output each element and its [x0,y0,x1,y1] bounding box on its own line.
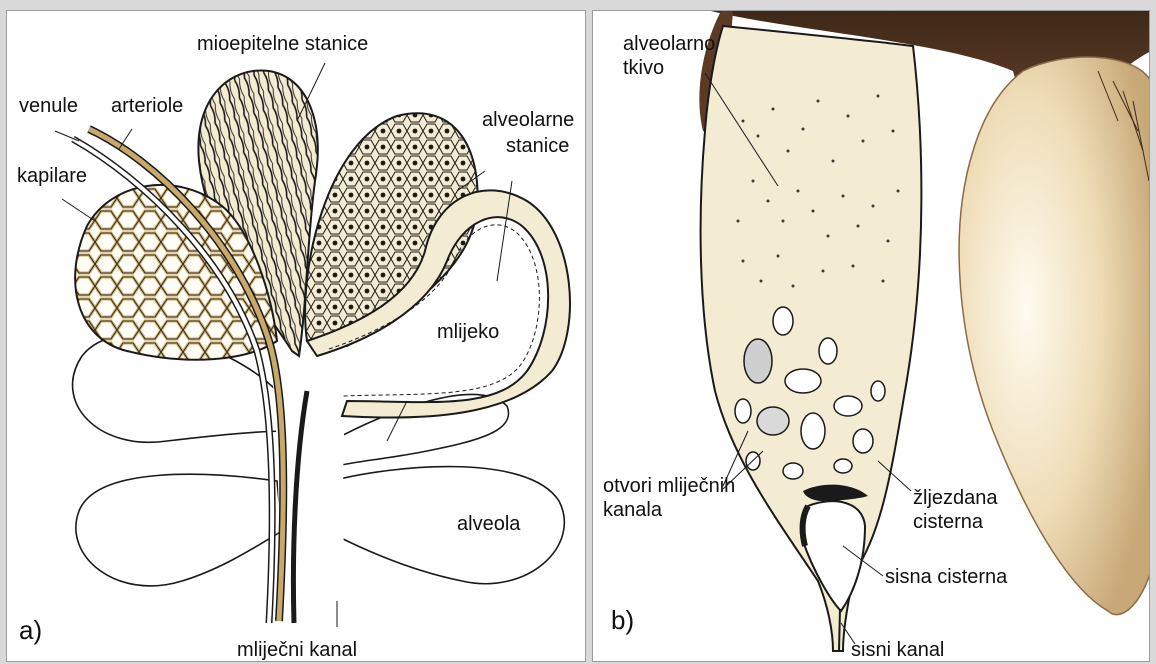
alveolus-lobe-left-lower [76,474,282,586]
panel-letter-b: b) [611,605,634,636]
label-alveolar-tissue-line2: tkivo [623,57,664,79]
panel-letter-a: a) [19,615,42,646]
label-alveolar-tissue-line1: alveolarno [623,33,715,55]
teat-cistern [801,501,865,611]
label-teat-canal: sisni kanal [851,639,944,661]
whole-teat [959,57,1150,615]
label-venules: venule [19,95,78,117]
panel-a-alveolus-diagram: mioepitelne stanice venule arteriole kap… [6,10,586,662]
label-milk-duct: mliječni kanal [237,639,357,661]
alveolus-lobe-right-lower [332,467,564,584]
label-arterioles: arteriole [111,95,183,117]
label-myoepithelial-cells: mioepitelne stanice [197,33,368,55]
label-alveolar-cells-line2: stanice [506,135,569,157]
label-duct-openings-line1: otvori mliječnih [603,475,735,497]
label-alveolus: alveola [457,513,520,535]
label-duct-openings-line2: kanala [603,499,662,521]
teat-canal [839,609,840,651]
panel-b-udder-section: alveolarno tkivo otvori mliječnih kanala… [592,10,1150,662]
label-gland-cistern-line2: cisterna [913,511,983,533]
label-alveolar-cells-line1: alveolarne [482,109,574,131]
label-capillaries: kapilare [17,165,87,187]
label-gland-cistern-line1: žljezdana [913,487,998,509]
label-teat-cistern: sisna cisterna [885,566,1007,588]
label-milk: mlijeko [437,321,499,343]
udder-cross-section-illustration [593,11,1150,662]
